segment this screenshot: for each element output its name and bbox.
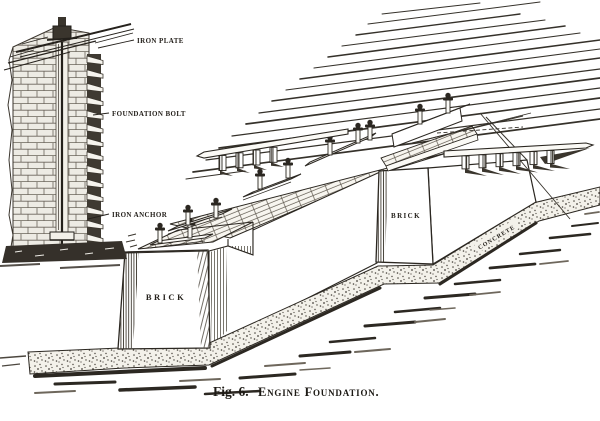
inset-footing [0, 241, 127, 269]
caption-figure-number: Fig. 6. [213, 384, 249, 399]
foundation-bolt-shaft [55, 41, 69, 235]
ground-shading [33, 211, 600, 396]
construction-lines [411, 112, 571, 220]
bolt-head-nut [46, 17, 78, 41]
right-joist-header [443, 142, 595, 176]
corbel-teeth [86, 55, 104, 244]
inset-section-view: IRON PLATE FOUNDATION BOLT IRON ANCHOR [0, 17, 186, 269]
label-iron-anchor: IRON ANCHOR [112, 211, 168, 219]
label-brick-left: BRICK [146, 292, 186, 302]
label-foundation-bolt: FOUNDATION BOLT [112, 110, 186, 118]
main-isometric-view: BRICK [0, 1, 600, 396]
figure-caption: Fig. 6. Engine Foundation. [213, 384, 379, 399]
label-brick-right: BRICK [391, 212, 421, 220]
wall-top-bolt-plates [167, 122, 377, 235]
right-brick-pier: BRICK [364, 92, 537, 266]
left-joist-header [195, 128, 349, 176]
label-iron-plate: IRON PLATE [137, 37, 184, 45]
left-brick-pier: BRICK [117, 217, 214, 350]
concrete-footing [0, 186, 600, 375]
inset-labels: IRON PLATE FOUNDATION BOLT IRON ANCHOR [87, 37, 186, 220]
caption-title: Engine Foundation. [258, 385, 379, 399]
